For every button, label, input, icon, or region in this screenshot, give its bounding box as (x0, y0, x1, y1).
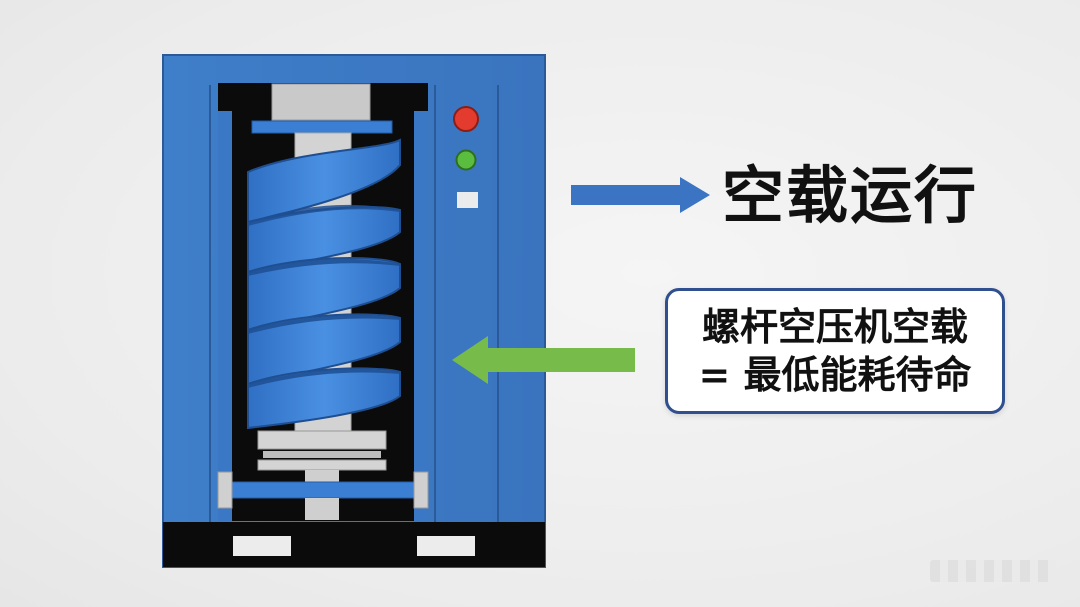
top-bearing-block (251, 83, 393, 134)
energy-callout-box: 螺杆空压机空载 = 最低能耗待命 (665, 288, 1005, 414)
screw-rotor (247, 138, 401, 430)
bottom-bearing-stack (217, 430, 429, 520)
idle-running-label: 空载运行 (722, 159, 979, 232)
arrow-right-icon (571, 177, 710, 213)
callout-line-1: 螺杆空压机空载 (701, 305, 968, 349)
callout-line-2: = 最低能耗待命 (698, 353, 972, 397)
status-light-red (453, 106, 479, 132)
blurred-watermark (930, 560, 1056, 582)
control-panel (453, 106, 479, 208)
panel-display (457, 192, 478, 208)
arrow-left-icon (452, 336, 635, 384)
status-light-green (455, 149, 477, 171)
